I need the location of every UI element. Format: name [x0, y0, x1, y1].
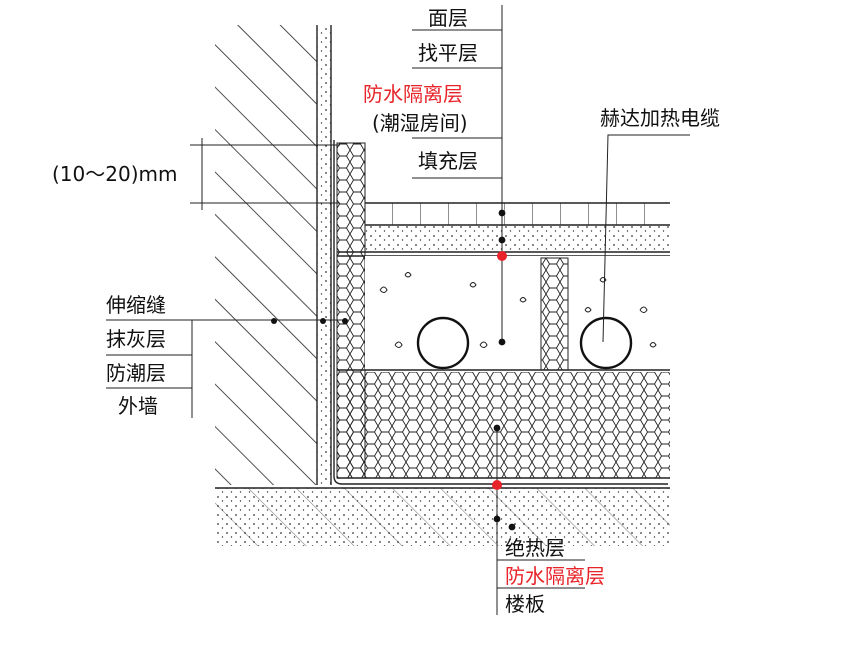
- label-surface-layer: 面层: [428, 6, 468, 30]
- insulation-layer: [337, 369, 670, 479]
- label-wet-room-note: (潮湿房间): [372, 111, 468, 135]
- dimension-label: (10～20)mm: [52, 162, 177, 186]
- plaster-layer: [317, 25, 332, 485]
- bottom-label-stack: 绝热层 防水隔离层 楼板: [492, 424, 605, 616]
- left-label-stack: 伸缩缝 抹灰层 防潮层 外墙: [106, 293, 348, 418]
- heating-cable-section-left: [416, 316, 470, 370]
- label-waterproof-layer-bottom: 防水隔离层: [505, 564, 605, 588]
- label-heating-cable: 赫达加热电缆: [600, 106, 720, 130]
- label-moisture-layer: 防潮层: [106, 361, 166, 385]
- filler-layer: [365, 256, 670, 371]
- surface-layer: [365, 202, 670, 226]
- label-plaster-layer: 抹灰层: [106, 327, 166, 351]
- exterior-wall: [215, 25, 318, 485]
- label-filler-layer: 填充层: [418, 149, 478, 173]
- top-label-stack: 面层 找平层 防水隔离层 (潮湿房间) 填充层: [363, 5, 503, 345]
- label-exterior-wall: 外墙: [118, 394, 158, 418]
- moisture-proof-line: [333, 140, 668, 485]
- top-leader-dots: [497, 209, 507, 346]
- heating-cable-section-right: [579, 316, 633, 370]
- cable-label-group: 赫达加热电缆: [600, 106, 720, 343]
- label-expansion-joint: 伸缩缝: [106, 293, 166, 317]
- floor-slab: [215, 487, 670, 546]
- dimension-marker: (10～20)mm: [52, 138, 340, 210]
- label-waterproof-layer-top: 防水隔离层: [363, 82, 463, 106]
- label-floor-slab: 楼板: [505, 592, 545, 616]
- label-leveling-layer: 找平层: [418, 41, 478, 65]
- label-insulation-layer: 绝热层: [505, 536, 565, 560]
